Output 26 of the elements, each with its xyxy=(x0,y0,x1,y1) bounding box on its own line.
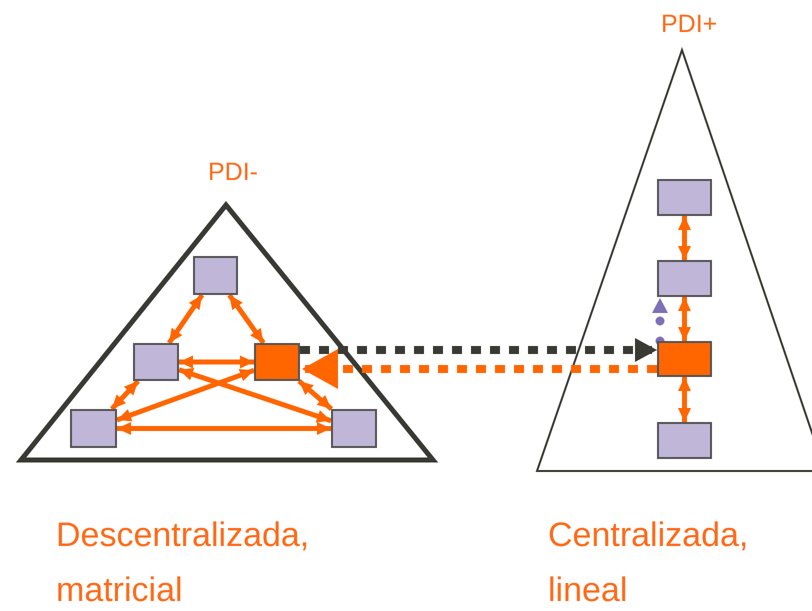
arrow xyxy=(116,368,255,422)
node-label: Descentralizada, matricial xyxy=(56,515,310,611)
arrow xyxy=(300,338,657,362)
triangle-heading: PDI+ xyxy=(661,10,718,39)
unit-box xyxy=(70,409,117,448)
unit-box xyxy=(133,343,179,381)
arrow xyxy=(678,216,691,260)
unit-box xyxy=(331,409,377,448)
arrow xyxy=(110,379,140,411)
unit-box xyxy=(657,260,712,297)
arrow xyxy=(227,294,266,344)
unit-box xyxy=(657,422,712,459)
arrow xyxy=(179,356,254,368)
unit-box xyxy=(657,179,712,216)
unit-box xyxy=(254,343,300,381)
arrow xyxy=(297,379,334,411)
triangle-heading: PDI- xyxy=(208,158,258,187)
unit-box xyxy=(657,341,712,377)
arrow xyxy=(302,349,657,389)
arrow xyxy=(117,422,331,435)
arrow xyxy=(167,294,204,344)
arrow xyxy=(678,377,691,422)
node-label: Centralizada, lineal xyxy=(548,515,750,611)
unit-box xyxy=(193,256,238,295)
arrow xyxy=(178,367,332,424)
arrow xyxy=(678,297,691,341)
